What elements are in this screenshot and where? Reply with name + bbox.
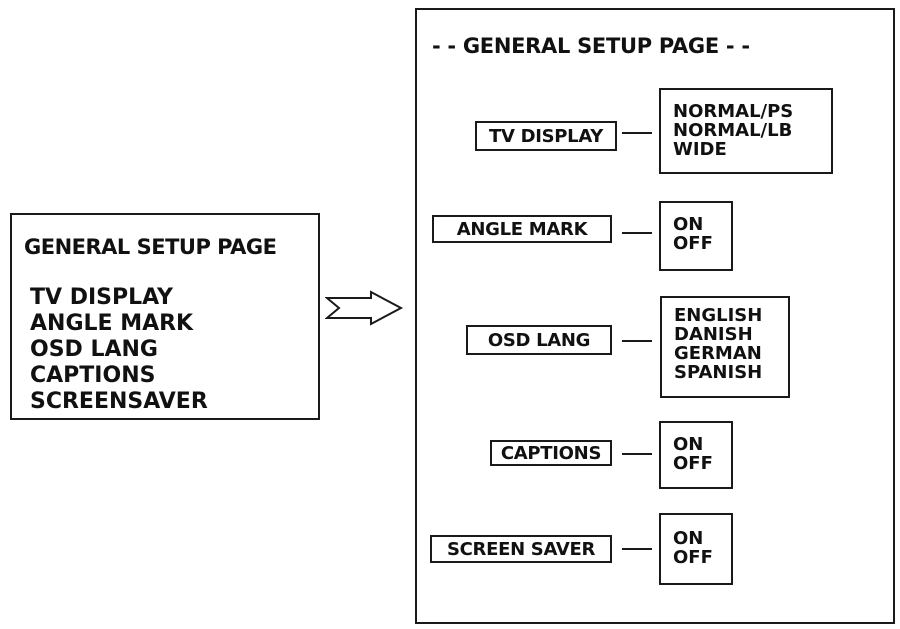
menu-item-osd-lang[interactable]: OSD LANG [30,337,158,362]
option-off[interactable]: OFF [673,547,713,568]
option-danish[interactable]: DANISH [674,324,753,345]
option-wide[interactable]: WIDE [673,139,727,160]
option-normal-lb[interactable]: NORMAL/LB [673,120,793,141]
option-english[interactable]: ENGLISH [674,305,763,326]
option-on[interactable]: ON [673,528,704,549]
right-arrow-icon [325,290,404,326]
setting-label-captions[interactable]: CAPTIONS [490,440,612,466]
setting-label-tv-display[interactable]: TV DISPLAY [475,121,617,151]
options-osd-lang: ENGLISH DANISH GERMAN SPANISH [660,296,790,398]
menu-item-tv-display[interactable]: TV DISPLAY [30,285,173,310]
options-tv-display: NORMAL/PS NORMAL/LB WIDE [659,88,833,174]
options-captions: ON OFF [659,421,733,489]
options-angle-mark: ON OFF [659,201,733,271]
option-off[interactable]: OFF [673,233,713,254]
option-on[interactable]: ON [673,434,704,455]
option-spanish[interactable]: SPANISH [674,362,763,383]
connector-line [622,132,652,134]
setup-detail-panel [415,8,895,624]
setting-label-screen-saver[interactable]: SCREEN SAVER [430,535,612,563]
option-off[interactable]: OFF [673,453,713,474]
connector-line [622,340,652,342]
menu-item-captions[interactable]: CAPTIONS [30,363,156,388]
connector-line [622,548,652,550]
menu-item-screensaver[interactable]: SCREENSAVER [30,389,208,414]
menu-item-angle-mark[interactable]: ANGLE MARK [30,311,194,336]
general-setup-menu: GENERAL SETUP PAGE TV DISPLAY ANGLE MARK… [10,213,320,420]
option-on[interactable]: ON [673,214,704,235]
option-german[interactable]: GERMAN [674,343,762,364]
panel-title: - - GENERAL SETUP PAGE - - [432,34,750,58]
menu-title: GENERAL SETUP PAGE [24,235,277,259]
setting-label-angle-mark[interactable]: ANGLE MARK [432,215,612,243]
option-normal-ps[interactable]: NORMAL/PS [673,101,794,122]
setting-label-osd-lang[interactable]: OSD LANG [466,325,612,355]
menu-item-list: TV DISPLAY ANGLE MARK OSD LANG CAPTIONS … [30,285,208,415]
connector-line [622,453,652,455]
connector-line [622,232,652,234]
options-screen-saver: ON OFF [659,513,733,585]
